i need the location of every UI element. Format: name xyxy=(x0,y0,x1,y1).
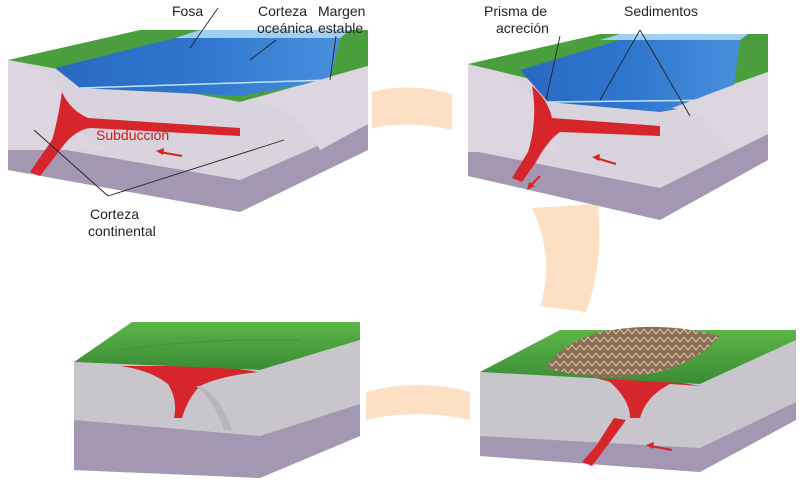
panel-1-ocean-subduction xyxy=(8,7,368,212)
label-corteza-oceanica-line2: oceánica xyxy=(257,20,314,36)
label-prisma-acrecion-line1: Prisma de xyxy=(484,3,548,19)
label-sedimentos: Sedimentos xyxy=(624,3,698,19)
label-margen-estable-line1: Margen xyxy=(318,3,366,19)
label-corteza-oceanica-line1: Corteza xyxy=(258,3,308,19)
cycle-arrows xyxy=(366,87,600,420)
panel-3-continental-collision xyxy=(74,322,360,478)
label-fosa: Fosa xyxy=(172,3,204,19)
label-corteza-continental-line1: Corteza xyxy=(90,206,140,222)
label-corteza-continental-line2: continental xyxy=(88,223,156,239)
cycle-arrow-top xyxy=(372,87,452,130)
panel-2-accretion-prism xyxy=(468,29,768,220)
cycle-arrow-right xyxy=(532,204,600,312)
panel-4-mountain-building xyxy=(480,326,796,472)
label-subduccion: Subducción xyxy=(96,127,170,143)
label-prisma-acrecion-line2: acreción xyxy=(496,20,549,36)
cycle-arrow-bottom xyxy=(366,385,470,420)
label-margen-estable-line2: estable xyxy=(318,20,364,36)
